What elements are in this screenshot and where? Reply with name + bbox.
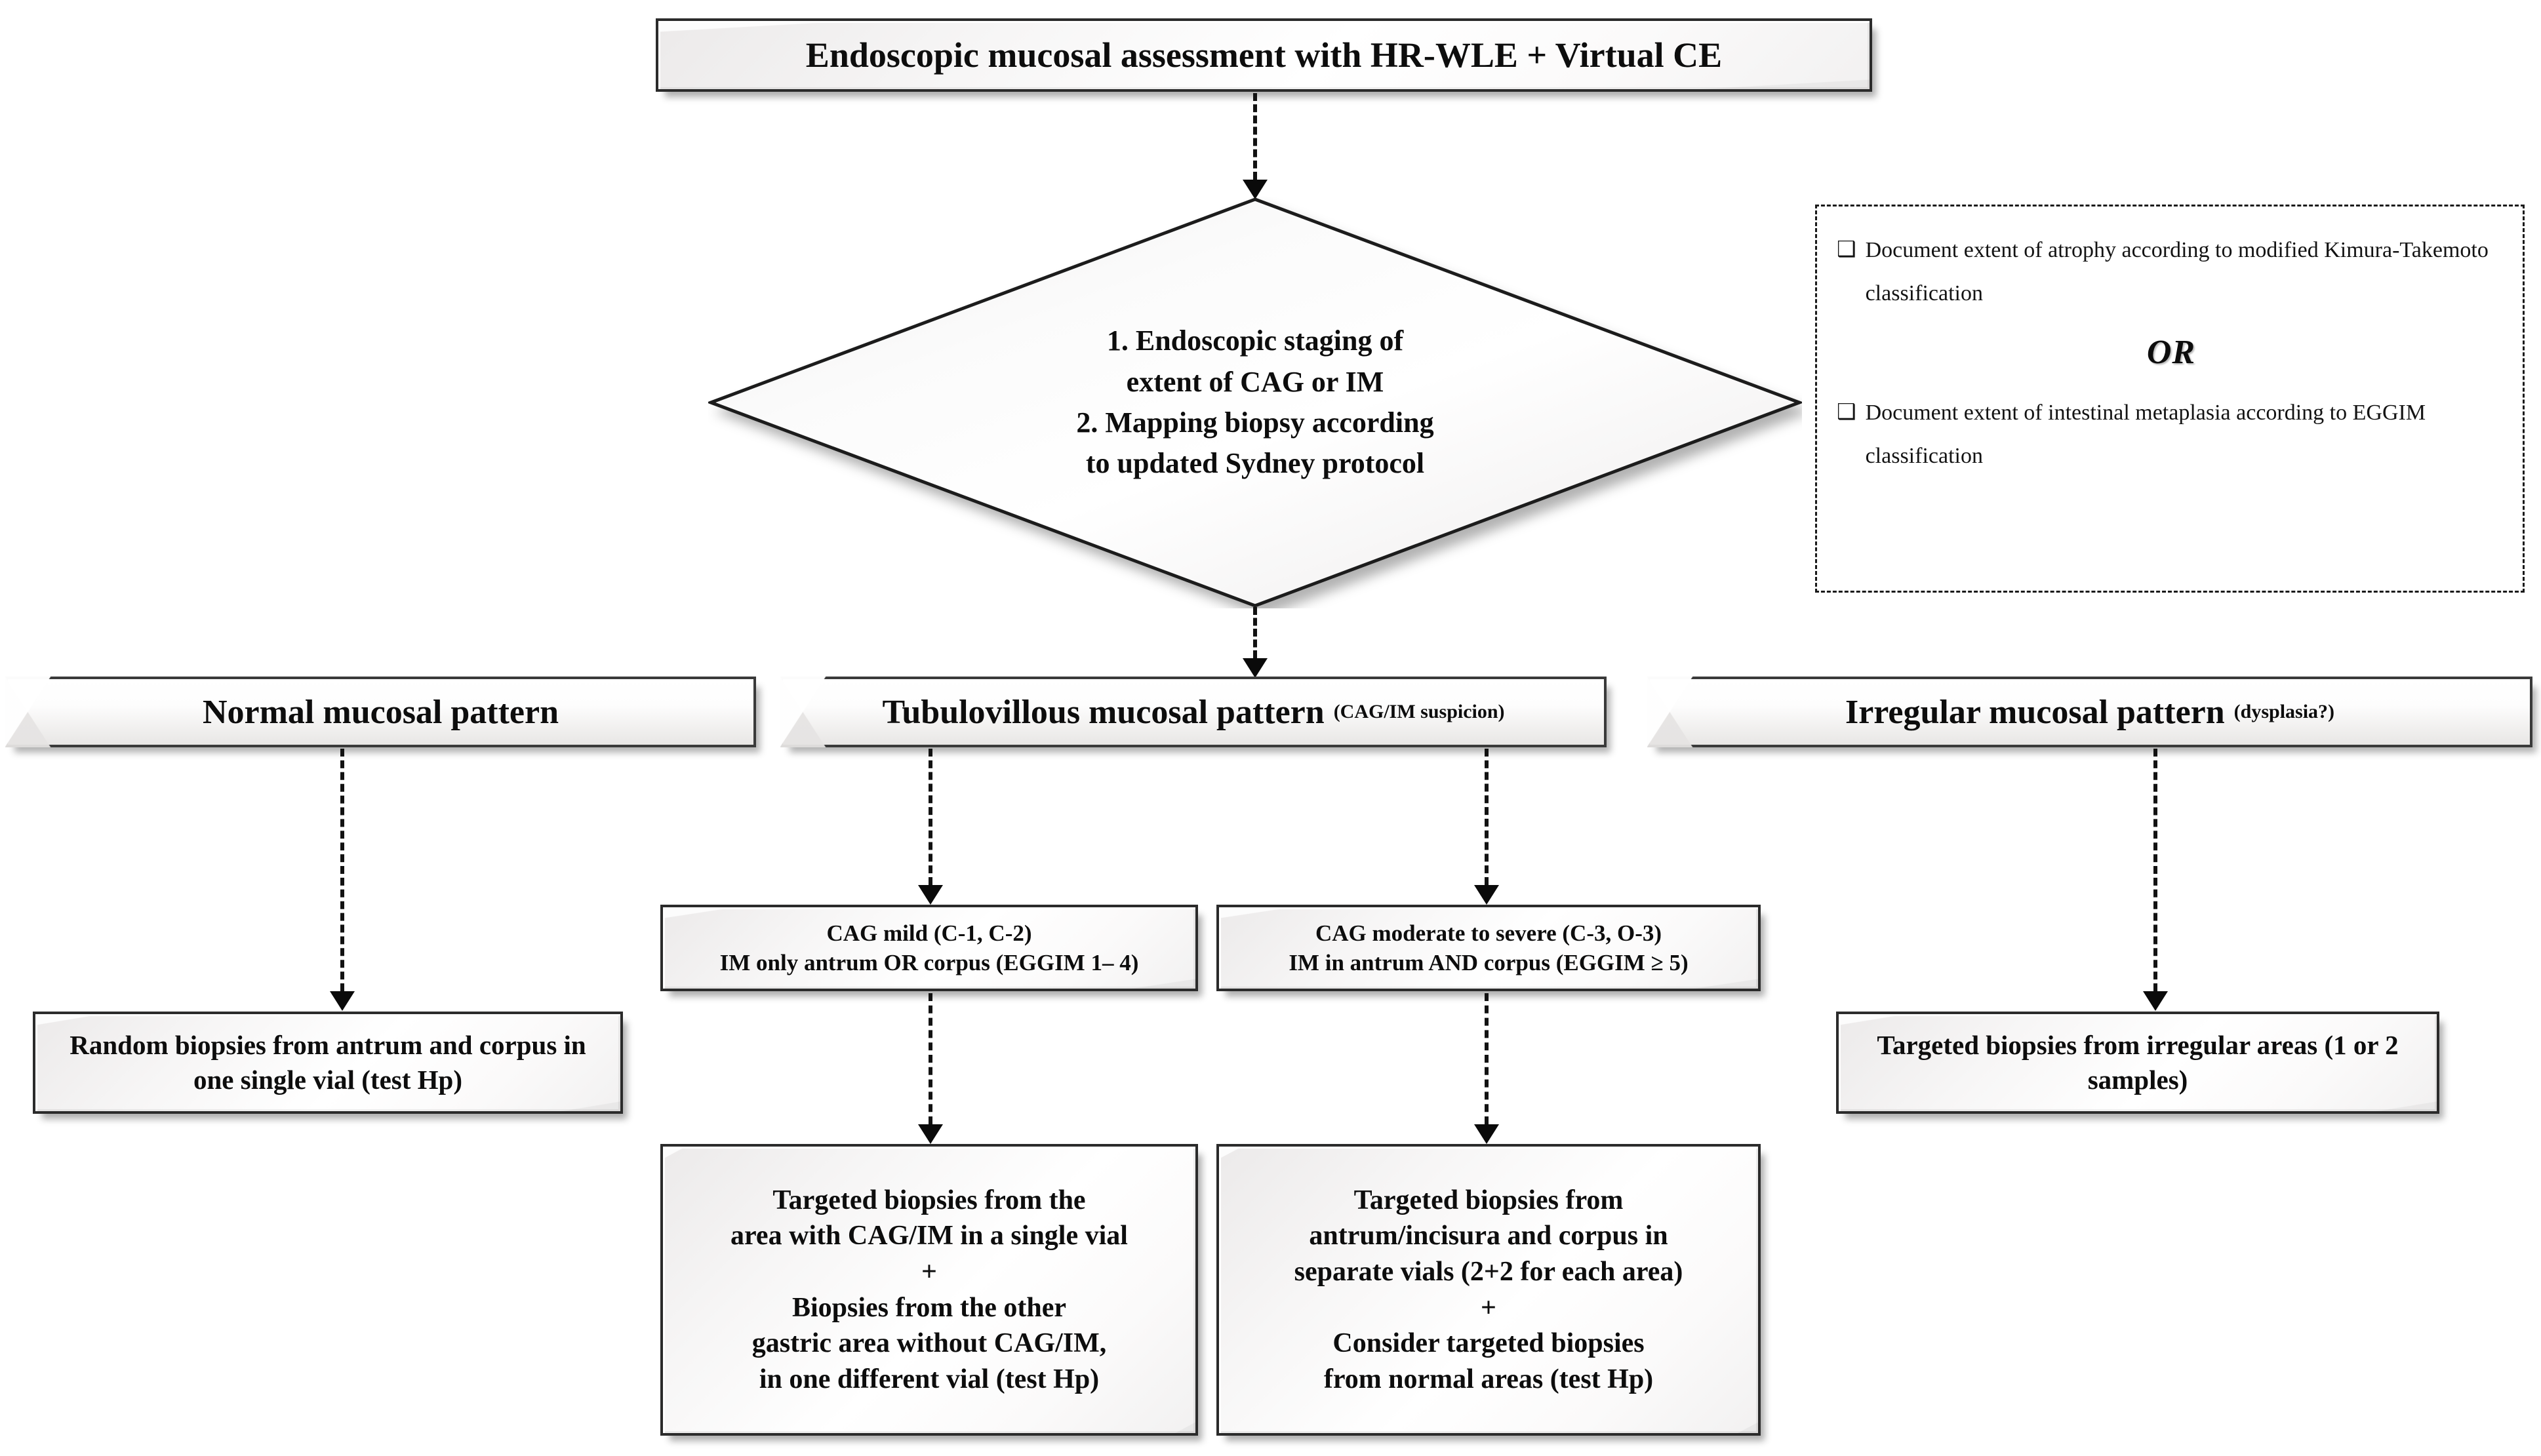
leaf-severe-protocol-text: Targeted biopsies from antrum/incisura a… (1219, 1183, 1758, 1398)
diamond-line-2: extent of CAG or IM (1126, 365, 1384, 398)
connector-stem (1485, 993, 1489, 1124)
leaf-mild-line-2: area with CAG/IM in a single vial (730, 1221, 1128, 1251)
banner-tubulovillous-label: Tubulovillous mucosal pattern (882, 693, 1325, 731)
leaf-severe-line-2: antrum/incisura and corpus in (1309, 1221, 1668, 1251)
arrow-down-icon (1243, 180, 1268, 199)
documentation-note-panel: ❑ Document extent of atrophy according t… (1815, 205, 2525, 593)
diamond-shape-icon (708, 197, 1802, 608)
title-box: Endoscopic mucosal assessment with HR-WL… (656, 18, 1872, 92)
connector-stem (1485, 749, 1489, 885)
leaf-box-random-biopsies: Random biopsies from antrum and corpus i… (33, 1012, 623, 1114)
condition-mild-line-2: IM only antrum OR corpus (EGGIM 1– 4) (719, 950, 1139, 975)
checkbox-empty-icon: ❑ (1837, 238, 1856, 262)
leaf-mild-line-6: in one different vial (test Hp) (759, 1364, 1100, 1394)
arrow-down-icon (1474, 1124, 1499, 1144)
condition-severe-line-1: CAG moderate to severe (C-3, O-3) (1315, 920, 1662, 946)
decision-diamond: 1. Endoscopic staging of extent of CAG o… (708, 197, 1802, 608)
condition-box-cag-mild: CAG mild (C-1, C-2) IM only antrum OR co… (660, 905, 1198, 991)
leaf-random-biopsies-label: Random biopsies from antrum and corpus i… (70, 1029, 586, 1095)
banner-arrow-notch-icon (5, 677, 51, 747)
connector-stem (929, 993, 932, 1124)
note-item-atrophy-label: Document extent of atrophy according to … (1865, 238, 2489, 306)
diamond-line-4: to updated Sydney protocol (1085, 447, 1425, 480)
arrow-down-icon (918, 1124, 943, 1144)
banner-normal-label: Normal mucosal pattern (202, 693, 559, 731)
connector-irregular-to-leaf (2136, 749, 2174, 1011)
note-separator-or: OR (2146, 333, 2196, 371)
connector-normal-to-leaf (323, 749, 361, 1011)
condition-box-cag-moderate-severe: CAG moderate to severe (C-3, O-3) IM in … (1216, 905, 1761, 991)
leaf-severe-line-1: Targeted biopsies from (1353, 1185, 1624, 1215)
condition-mild-line-1: CAG mild (C-1, C-2) (826, 920, 1032, 946)
leaf-box-severe-protocol: Targeted biopsies from antrum/incisura a… (1216, 1144, 1761, 1436)
diamond-line-3: 2. Mapping biopsy according (1076, 406, 1434, 439)
title-box-label: Endoscopic mucosal assessment with HR-WL… (805, 35, 1723, 75)
banner-normal-mucosal-pattern: Normal mucosal pattern (5, 677, 756, 747)
leaf-severe-line-5: Consider targeted biopsies (1332, 1328, 1645, 1359)
connector-stem (1253, 93, 1257, 180)
condition-mild-text: CAG mild (C-1, C-2) IM only antrum OR co… (663, 918, 1195, 978)
diamond-line-1: 1. Endoscopic staging of (1106, 325, 1404, 357)
leaf-box-targeted-irregular: Targeted biopsies from irregular areas (… (1836, 1012, 2439, 1114)
decision-diamond-text: 1. Endoscopic staging of extent of CAG o… (708, 197, 1802, 608)
banner-arrow-notch-icon (1647, 677, 1693, 747)
connector-mild-to-leaf (911, 993, 950, 1144)
connector-diamond-to-tubulovillous (1236, 607, 1274, 678)
note-item-atrophy: ❑ Document extent of atrophy according t… (1837, 229, 2506, 316)
banner-tubulovillous-sublabel: (CAG/IM suspicion) (1333, 701, 1505, 722)
leaf-mild-line-1: Targeted biopsies from the (772, 1185, 1086, 1215)
connector-stem (1253, 607, 1257, 658)
condition-severe-line-2: IM in antrum AND corpus (EGGIM ≥ 5) (1289, 950, 1689, 975)
connector-stem (2153, 749, 2157, 991)
connector-stem (340, 749, 344, 991)
leaf-mild-line-4: Biopsies from the other (791, 1292, 1066, 1323)
banner-tubulovillous-mucosal-pattern: Tubulovillous mucosal pattern (CAG/IM su… (780, 677, 1607, 747)
leaf-box-mild-protocol: Targeted biopsies from the area with CAG… (660, 1144, 1198, 1436)
leaf-mild-line-5: gastric area without CAG/IM, (751, 1328, 1107, 1359)
banner-arrow-notch-icon (780, 677, 826, 747)
banner-irregular-sublabel: (dysplasia?) (2233, 701, 2335, 722)
connector-title-to-diamond (1236, 93, 1274, 199)
note-item-metaplasia-label: Document extent of intestinal metaplasia… (1865, 400, 2426, 468)
arrow-down-icon (1474, 885, 1499, 905)
connector-tubulovillous-to-mild (911, 749, 950, 905)
note-item-metaplasia: ❑ Document extent of intestinal metaplas… (1837, 391, 2506, 479)
connector-tubulovillous-to-severe (1468, 749, 1506, 905)
arrow-down-icon (1243, 658, 1268, 678)
leaf-mild-protocol-text: Targeted biopsies from the area with CAG… (663, 1183, 1195, 1398)
connector-stem (929, 749, 932, 885)
connector-severe-to-leaf (1468, 993, 1506, 1144)
leaf-mild-line-3: + (921, 1256, 937, 1287)
leaf-severe-line-3: separate vials (2+2 for each area) (1294, 1256, 1683, 1287)
arrow-down-icon (918, 885, 943, 905)
leaf-targeted-irregular-label: Targeted biopsies from irregular areas (… (1877, 1029, 2399, 1095)
leaf-severe-line-4: + (1481, 1292, 1496, 1323)
checkbox-empty-icon: ❑ (1837, 400, 1856, 424)
arrow-down-icon (330, 991, 355, 1011)
condition-severe-text: CAG moderate to severe (C-3, O-3) IM in … (1219, 918, 1758, 978)
banner-irregular-label: Irregular mucosal pattern (1845, 693, 2225, 731)
leaf-severe-line-6: from normal areas (test Hp) (1323, 1364, 1654, 1394)
arrow-down-icon (2143, 991, 2168, 1011)
banner-irregular-mucosal-pattern: Irregular mucosal pattern (dysplasia?) (1647, 677, 2532, 747)
